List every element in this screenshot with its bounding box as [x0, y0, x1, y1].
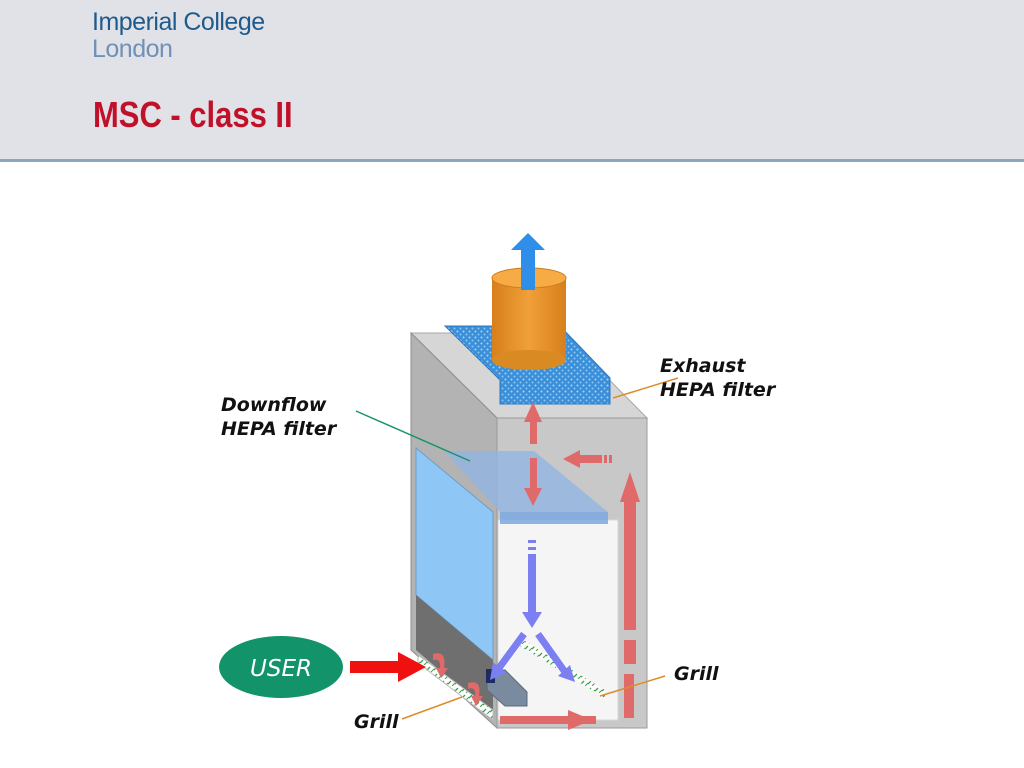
- exhaust-filter-label-line1: Exhaust: [660, 355, 746, 377]
- clean-downflow-right-head: [558, 665, 575, 682]
- rear-grill-leader-line: [599, 675, 666, 697]
- clean-downflow-head: [522, 612, 542, 628]
- recirculation-left-arrow-head: [563, 450, 580, 468]
- recirculation-left-arrow-shaft: [580, 455, 602, 463]
- user-inflow-arrow: [350, 652, 426, 682]
- recirculation-arrow-right-head: [620, 472, 640, 502]
- exhaust-duct: [491, 267, 567, 370]
- downflow-filter-leader-line: [355, 410, 471, 462]
- downflow-bound-arrow-head: [524, 488, 542, 506]
- rear-grill-label: Grill: [674, 663, 719, 685]
- recirculation-bottom-head: [568, 710, 592, 730]
- exhaust-airflow-arrow: [511, 233, 545, 290]
- front-grill-intake-arrow-2: [468, 682, 483, 706]
- clean-downflow-dash-1: [528, 540, 536, 543]
- institution-logo-line1: Imperial College: [92, 8, 265, 36]
- clean-downflow-left-head: [490, 662, 506, 680]
- downflow-filter-label-line2: HEPA filter: [221, 418, 338, 440]
- recirculation-bottom-riser: [624, 674, 634, 718]
- exhaust-filter-leader-line: [612, 377, 679, 399]
- exhaust-bound-arrow-shaft: [530, 420, 537, 444]
- recirculation-left-arrow-dash-2: [609, 455, 612, 463]
- user-badge: USER: [219, 636, 343, 698]
- clean-downflow-arrows: [490, 540, 575, 682]
- work-surface-bar: [486, 669, 528, 707]
- institution-logo-line2: London: [92, 35, 173, 63]
- exhaust-bound-arrow-head: [524, 402, 542, 422]
- clean-downflow-dash-2: [528, 547, 536, 550]
- clean-downflow-left-branch: [496, 631, 527, 671]
- front-grill-leader-line: [401, 696, 463, 720]
- recirculation-arrow-right-dash: [624, 640, 636, 664]
- recirculation-bottom-shaft: [500, 716, 596, 724]
- slide-title: MSC - class II: [93, 94, 293, 135]
- user-badge-ellipse: [219, 636, 343, 698]
- front-grill-label: Grill: [354, 711, 399, 733]
- exhaust-filter-label-line2: HEPA filter: [660, 379, 777, 401]
- user-label: USER: [250, 656, 312, 682]
- recirculation-airflow-arrows: [433, 402, 640, 730]
- downflow-filter-label-line1: Downflow: [221, 394, 327, 416]
- work-surface-front-edge: [486, 669, 495, 683]
- downflow-bound-arrow-shaft: [530, 458, 537, 490]
- clean-downflow-shaft: [528, 554, 536, 614]
- front-grill-intake-arrow-1: [433, 653, 448, 678]
- downflow-hepa-filter: [444, 451, 608, 524]
- slide-header: Imperial College London MSC - class II: [0, 0, 1024, 162]
- recirculation-left-arrow-dash-1: [604, 455, 607, 463]
- front-grill: [417, 654, 494, 722]
- clean-downflow-right-branch: [535, 631, 568, 675]
- recirculation-arrow-right-shaft: [624, 500, 636, 630]
